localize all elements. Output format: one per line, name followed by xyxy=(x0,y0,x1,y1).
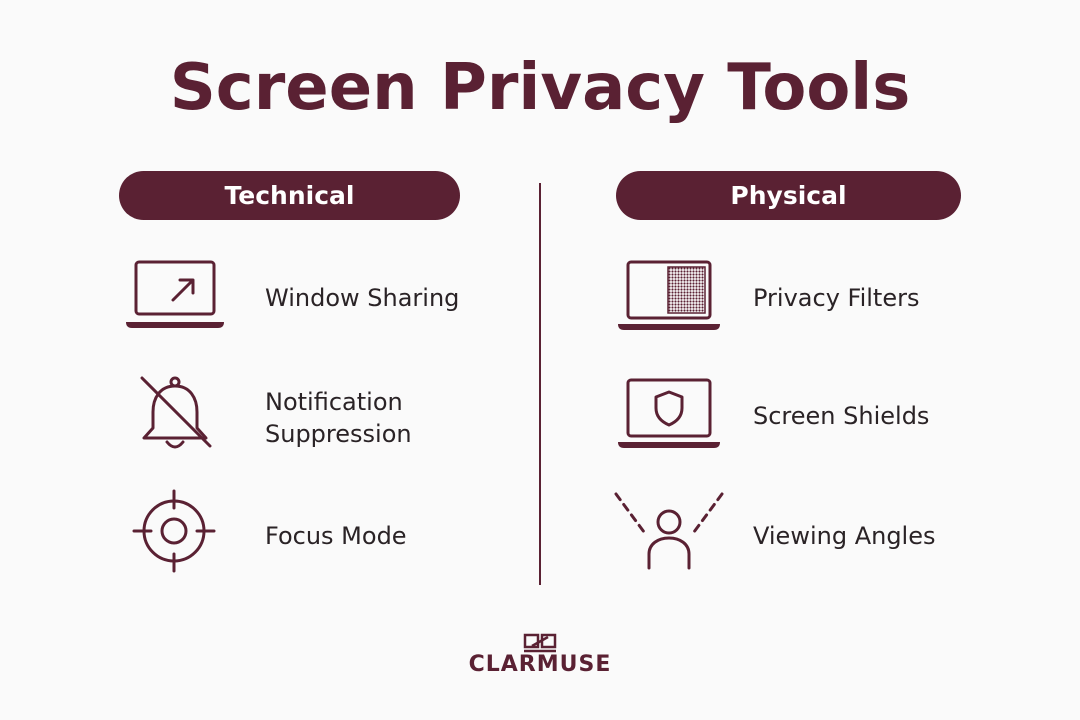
target-icon xyxy=(120,488,230,578)
brand-footer: CLARMUSE xyxy=(0,628,1080,688)
screen-shields-label: Screen Shields xyxy=(753,402,930,430)
viewing-angles-label: Viewing Angles xyxy=(753,522,936,550)
column-divider xyxy=(539,183,541,585)
clarmuse-logo-icon xyxy=(522,632,558,654)
technical-heading: Technical xyxy=(119,171,460,220)
focus-mode-label: Focus Mode xyxy=(265,522,407,550)
bell-off-icon xyxy=(120,372,230,462)
privacy-filters-label: Privacy Filters xyxy=(753,284,920,312)
laptop-share-icon xyxy=(120,252,230,342)
physical-heading: Physical xyxy=(616,171,961,220)
laptop-shield-icon xyxy=(614,372,724,462)
person-angles-icon xyxy=(614,488,724,578)
laptop-filter-icon xyxy=(614,252,724,342)
notification-suppression-label-line2: Suppression xyxy=(265,420,412,448)
brand-name: CLARMUSE xyxy=(468,652,612,677)
window-sharing-label: Window Sharing xyxy=(265,284,460,312)
notification-suppression-label-line1: Notification xyxy=(265,388,403,416)
page-title: Screen Privacy Tools xyxy=(169,51,911,125)
